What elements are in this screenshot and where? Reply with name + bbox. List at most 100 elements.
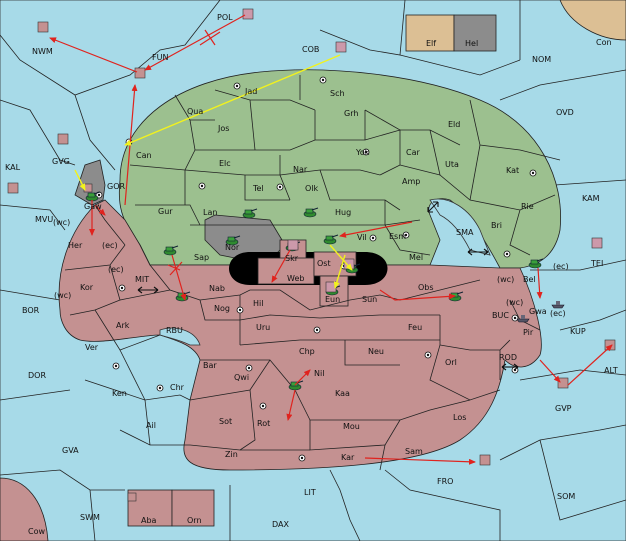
label-gur: Gur	[158, 207, 173, 216]
label-eld: Eld	[448, 120, 460, 129]
label-ost: Ost	[317, 259, 331, 268]
label-wc3: (wc)	[506, 298, 523, 307]
label-sot: Sot	[219, 417, 232, 426]
label-kup: KUP	[570, 327, 586, 336]
label-gvg: GVG	[52, 157, 70, 166]
label-orl: Orl	[445, 358, 457, 367]
label-kor: Kor	[80, 283, 94, 292]
region-eun	[319, 275, 349, 307]
label-neu: Neu	[368, 347, 384, 356]
label-kar: Kar	[341, 453, 355, 462]
label-sch: Sch	[330, 89, 345, 98]
label-con: Con	[596, 38, 612, 47]
label-rod: ROD	[499, 353, 517, 362]
label-ec4: (ec)	[553, 262, 569, 271]
label-bel: Bel	[523, 275, 536, 284]
region-hel	[453, 14, 497, 52]
label-ec1: (ec)	[102, 241, 118, 250]
label-aba: Aba	[141, 516, 157, 525]
label-mit: MIT	[135, 275, 149, 284]
label-yok: Yok	[355, 148, 370, 157]
label-ec2: (ec)	[108, 265, 124, 274]
label-ark: Ark	[116, 321, 130, 330]
label-zin: Zin	[225, 450, 238, 459]
label-jos: Jos	[217, 124, 229, 133]
label-swm: SWM	[80, 513, 100, 522]
label-ovd: OVD	[556, 108, 574, 117]
label-alt: ALT	[604, 366, 618, 375]
label-eun: Eun	[325, 295, 340, 304]
label-cob: COB	[302, 45, 319, 54]
label-som: SOM	[557, 492, 575, 501]
label-elc: Elc	[219, 159, 231, 168]
label-lit: LIT	[304, 488, 316, 497]
label-ail: Ail	[146, 421, 156, 430]
label-ver: Ver	[85, 343, 99, 352]
label-gaw: Gaw	[84, 202, 102, 211]
label-chr: Chr	[170, 383, 185, 392]
label-pir: Pir	[523, 328, 534, 337]
label-olk: Olk	[305, 184, 319, 193]
label-dor: DOR	[28, 371, 46, 380]
label-feu: Feu	[408, 323, 422, 332]
label-mvu: MVU	[35, 215, 53, 224]
label-hil: Hil	[253, 299, 263, 308]
label-buc: BUC	[492, 311, 509, 320]
label-gva: GVA	[62, 446, 79, 455]
label-wc4: (wc)	[497, 275, 514, 284]
passage-arrows	[137, 201, 519, 371]
label-kaa: Kaa	[335, 389, 350, 398]
label-sma: SMA	[456, 228, 474, 237]
label-cow: Cow	[28, 527, 45, 536]
label-los: Los	[453, 413, 466, 422]
label-rbu: RBU	[166, 326, 183, 335]
label-sun: Sun	[362, 295, 377, 304]
red-borders	[64, 204, 541, 471]
label-grh: Grh	[344, 109, 358, 118]
label-nom: NOM	[532, 55, 551, 64]
region-web	[257, 257, 315, 285]
label-gor: GOR	[107, 182, 125, 191]
label-can: Can	[136, 151, 152, 160]
label-chp: Chp	[299, 347, 315, 356]
label-uta: Uta	[445, 160, 459, 169]
label-esm: Esm	[389, 232, 406, 241]
label-nor: Nor	[225, 243, 240, 252]
label-ec3: (ec)	[550, 309, 566, 318]
sea-sma	[429, 198, 491, 256]
label-pol: POL	[217, 13, 233, 22]
label-jad: Jad	[244, 87, 257, 96]
label-rie: Rie	[521, 202, 534, 211]
label-wc2: (wc)	[54, 291, 71, 300]
label-elf: Elf	[426, 39, 436, 48]
label-nil: Nil	[314, 369, 324, 378]
region-elf	[405, 14, 455, 52]
label-qua: Qua	[187, 107, 203, 116]
label-fun: FUN	[152, 53, 168, 62]
label-tel: Tel	[252, 184, 264, 193]
green-borders	[129, 75, 561, 256]
label-vil: Vil	[357, 233, 367, 242]
label-kam: KAM	[582, 194, 600, 203]
continent-red	[58, 199, 542, 471]
sea-rbu	[159, 327, 201, 346]
label-web: Web	[287, 274, 304, 283]
label-nar: Nar	[293, 165, 308, 174]
label-nab: Nab	[209, 284, 225, 293]
label-lan: Lan	[203, 208, 217, 217]
label-car: Car	[406, 148, 420, 157]
label-rot: Rot	[257, 419, 270, 428]
label-sam: Sam	[405, 447, 423, 456]
label-orn: Orn	[187, 516, 202, 525]
label-kat: Kat	[506, 166, 519, 175]
label-kal: KAL	[5, 163, 21, 172]
label-amp: Amp	[402, 177, 420, 186]
label-gvp: GVP	[555, 404, 572, 413]
label-hel: Hel	[465, 39, 478, 48]
label-obs: Obs	[418, 283, 434, 292]
label-tei: TEI	[590, 259, 603, 268]
label-ken: Ken	[112, 389, 127, 398]
region-labels: POL NWM FUN COB NOM Con Elf Hel OVD KAL …	[5, 13, 618, 536]
label-her: Her	[68, 241, 83, 250]
